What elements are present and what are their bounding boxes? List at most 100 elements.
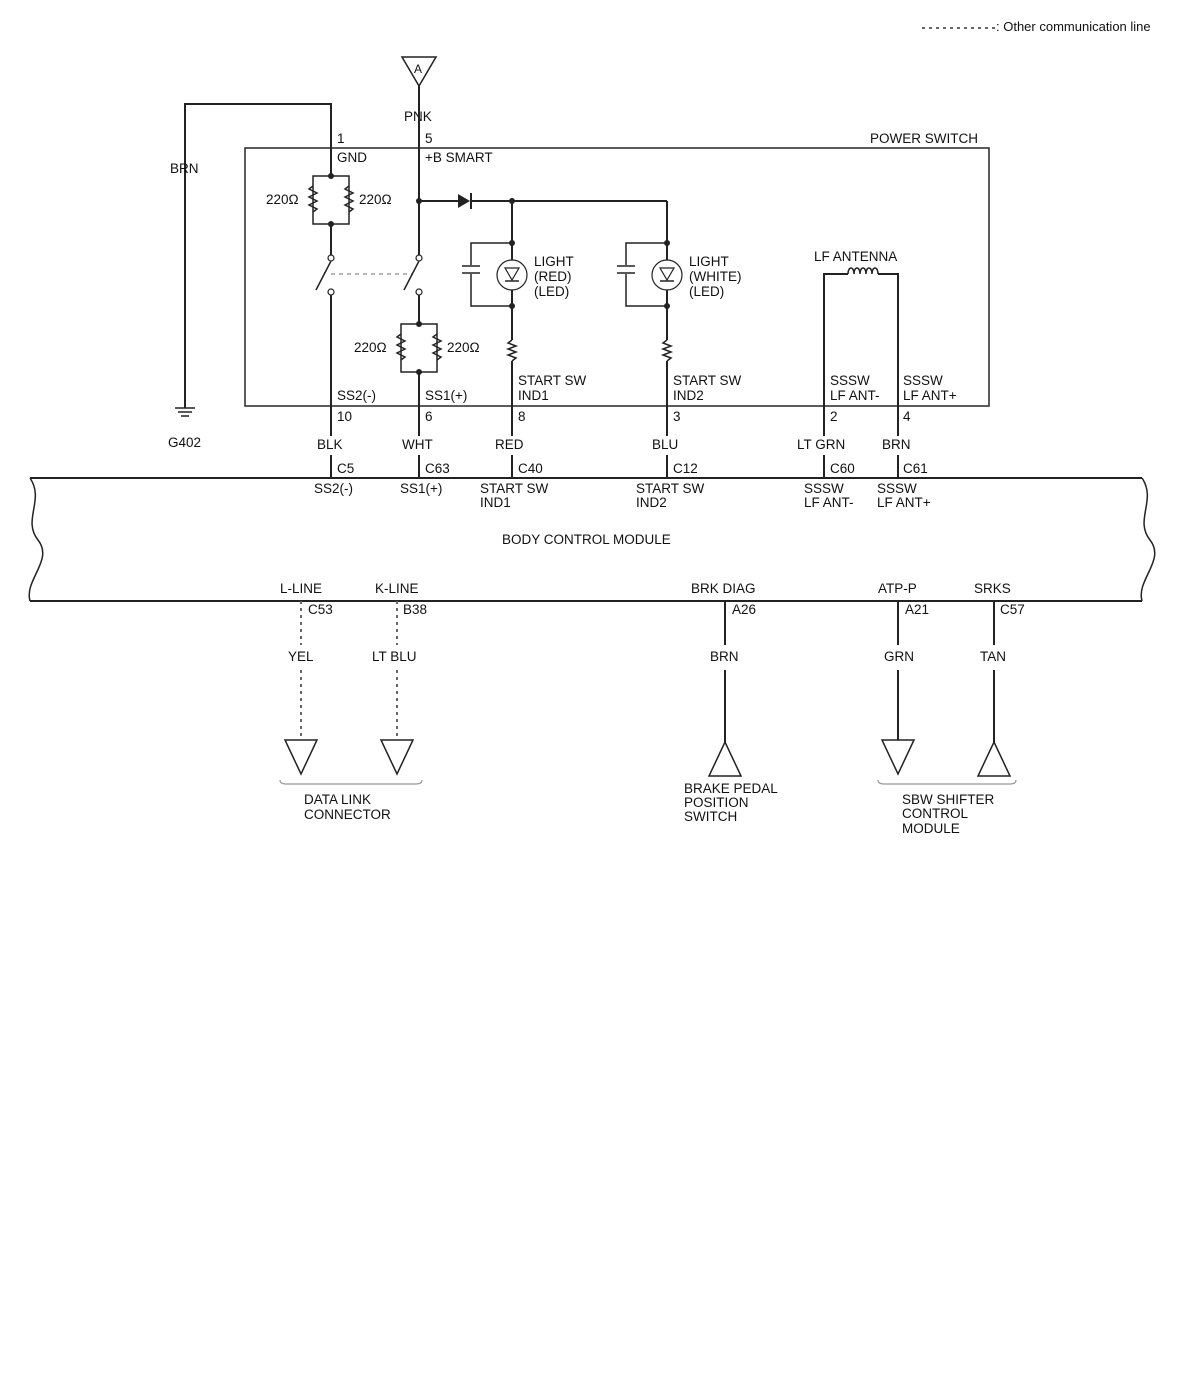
dest-brake-switch: SWITCH: [684, 809, 737, 824]
ground-name: G402: [168, 435, 201, 450]
pin-label-lf-minus-2: LF ANT-: [830, 388, 880, 403]
resistor-icon: [307, 185, 319, 213]
pin-label-ind1-2: IND1: [518, 388, 549, 403]
dest-brake-switch: BRAKE PEDAL: [684, 781, 778, 796]
bcm-output-label: SRKS: [974, 581, 1011, 596]
bcm-pin-label: START SW: [636, 481, 705, 496]
group-brace: [877, 779, 1017, 785]
bcm-pin-label: SS2(-): [314, 481, 353, 496]
resistor-icon: [505, 339, 519, 362]
light-red-label: LIGHT: [534, 254, 574, 269]
bcm-pin-label: SSSW: [804, 481, 844, 496]
resistor-icon: [395, 333, 407, 361]
wire-color-label: LT GRN: [797, 437, 845, 452]
light-white-label: (WHITE): [689, 269, 741, 284]
wire-color-label: BRN: [710, 649, 739, 664]
dest-sbw: MODULE: [902, 821, 960, 836]
pin-number-1: 1: [337, 131, 345, 146]
switch-contact: [327, 288, 335, 296]
resistor-value: 220Ω: [266, 192, 299, 207]
resistor-frame-gnd: [312, 175, 350, 225]
light-red-label: (RED): [534, 269, 572, 284]
capacitor-wire: [625, 242, 667, 265]
pin-number-5: 5: [425, 131, 433, 146]
dest-data-link: DATA LINK: [304, 792, 371, 807]
wire-color-label: BLK: [317, 437, 343, 452]
power-switch-box: [244, 147, 990, 407]
output-arrow-icon: [283, 739, 319, 776]
pin-label-ind2: START SW: [673, 373, 742, 388]
gnd-label: GND: [337, 150, 367, 165]
wire-color-label: RED: [495, 437, 524, 452]
b-smart-label: +B SMART: [425, 150, 493, 165]
dest-sbw: CONTROL: [902, 806, 968, 821]
bcm-connector: C5: [337, 461, 354, 476]
bcm-pin-label-2: IND2: [636, 495, 667, 510]
light-red-label: (LED): [534, 284, 569, 299]
pin-number-4: 4: [903, 409, 911, 424]
connector-a-symbol: [400, 56, 438, 88]
pin-label-ind1: START SW: [518, 373, 587, 388]
wire-color-brn-ground: BRN: [170, 161, 199, 176]
capacitor-wire: [470, 274, 512, 307]
bcm-output-connector: C57: [1000, 602, 1025, 617]
bcm-pin-label-2: LF ANT+: [877, 495, 931, 510]
wire-color-label: TAN: [980, 649, 1006, 664]
pin-label-lf-minus: SSSW: [830, 373, 870, 388]
resistor-frame-ss1: [400, 323, 438, 373]
resistor-value: 220Ω: [354, 340, 387, 355]
wire-color-label: BRN: [882, 437, 911, 452]
bcm-output-connector: B38: [403, 602, 427, 617]
output-arrow-icon: [880, 739, 916, 776]
power-switch-title: POWER SWITCH: [870, 131, 978, 146]
light-white-label: LIGHT: [689, 254, 729, 269]
pin-label-ss1: SS1(+): [425, 388, 467, 403]
led-white-icon: [651, 259, 683, 291]
resistor-value: 220Ω: [359, 192, 392, 207]
capacitor-wire: [470, 242, 512, 265]
bcm-output-label: ATP-P: [878, 581, 917, 596]
resistor-value: 220Ω: [447, 340, 480, 355]
bcm-connector: C63: [425, 461, 450, 476]
switch-contact: [327, 254, 335, 262]
wire-color-pnk: PNK: [404, 109, 432, 124]
bcm-output-connector: A21: [905, 602, 929, 617]
resistor-icon: [431, 333, 443, 361]
wire-ground-brn: [184, 103, 332, 408]
bcm-connector: C40: [518, 461, 543, 476]
dest-data-link: CONNECTOR: [304, 807, 391, 822]
wire-lf-ant-minus: [823, 273, 848, 430]
pin-number-3: 3: [673, 409, 681, 424]
bcm-connector: C61: [903, 461, 928, 476]
led-white-icon: [658, 267, 676, 282]
bcm-pin-label: SS1(+): [400, 481, 442, 496]
bcm-connector: C12: [673, 461, 698, 476]
pin-number-8: 8: [518, 409, 526, 424]
pin-number-10: 10: [337, 409, 352, 424]
bcm-output-connector: C53: [308, 602, 333, 617]
wire-color-label: WHT: [402, 437, 433, 452]
dest-brake-switch: POSITION: [684, 795, 749, 810]
dest-sbw: SBW SHIFTER: [902, 792, 995, 807]
wire-color-label: LT BLU: [372, 649, 417, 664]
junction-dot: [664, 303, 670, 309]
wire-color-label: GRN: [884, 649, 914, 664]
bcm-module: [28, 477, 1156, 602]
output-arrow-icon: [379, 739, 415, 776]
lf-antenna-label: LF ANTENNA: [814, 249, 897, 264]
bcm-output-label: BRK DIAG: [691, 581, 756, 596]
diode-icon: [458, 194, 470, 208]
bcm-output-connector: A26: [732, 602, 756, 617]
bcm-output-label: K-LINE: [375, 581, 419, 596]
bcm-pin-label: SSSW: [877, 481, 917, 496]
input-arrow-icon: [707, 740, 743, 777]
bcm-output-label: L-LINE: [280, 581, 322, 596]
pin-label-lf-plus-2: LF ANT+: [903, 388, 957, 403]
pin-label-ind2-2: IND2: [673, 388, 704, 403]
bcm-connector: C60: [830, 461, 855, 476]
bcm-pin-label-2: IND1: [480, 495, 511, 510]
switch-contact: [415, 288, 423, 296]
pin-label-ss2: SS2(-): [337, 388, 376, 403]
resistor-icon: [343, 185, 355, 213]
